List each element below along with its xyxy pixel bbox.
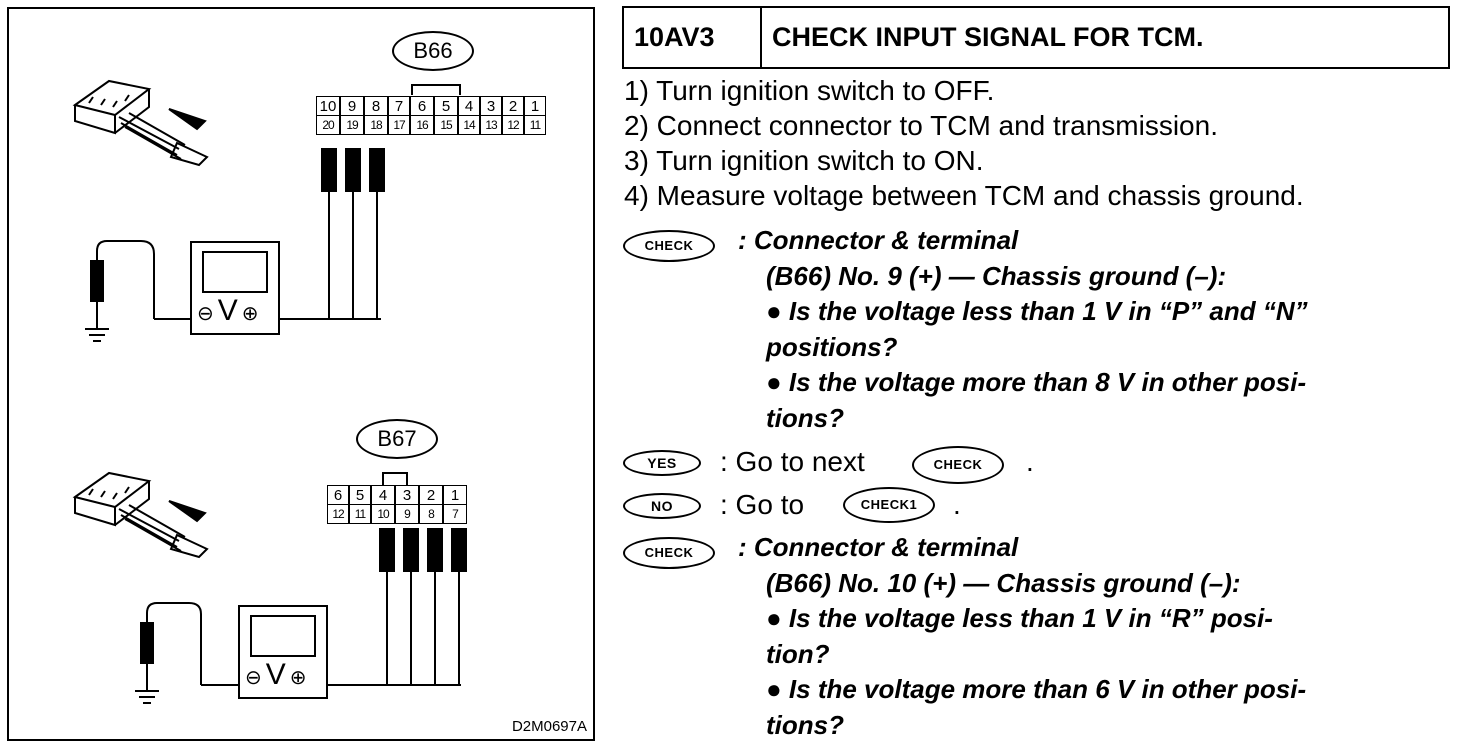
pin: 6 xyxy=(410,96,434,116)
pin: 18 xyxy=(364,115,388,135)
check-terminal: (B66) No. 9 (+) — Chassis ground (–): xyxy=(766,260,1227,291)
period: . xyxy=(1026,446,1034,477)
pin: 16 xyxy=(410,115,434,135)
check-question: ● Is the voltage less than 1 V in “R” po… xyxy=(766,603,1273,633)
minus-terminal: ⊖ xyxy=(245,667,262,689)
check-block-1: : Connector & terminal (B66) No. 9 (+) —… xyxy=(738,223,1308,436)
period: . xyxy=(953,489,961,520)
check-question-cont: tion? xyxy=(766,638,830,669)
pin: 13 xyxy=(480,115,502,135)
check-block-2: : Connector & terminal (B66) No. 10 (+) … xyxy=(738,530,1306,743)
pin: 12 xyxy=(327,504,349,524)
yes-result: : Go to next xyxy=(720,446,865,478)
pin: 10 xyxy=(316,96,340,116)
check-badge: CHECK xyxy=(912,446,1004,484)
pin: 19 xyxy=(340,115,364,135)
procedure-step: 1) Turn ignition switch to OFF. xyxy=(624,75,995,106)
connector-label-b67: B67 xyxy=(356,419,438,459)
b66-bottom-pins: 20 19 18 17 16 15 14 13 12 11 xyxy=(316,115,546,135)
yes-result-text: : Go to next xyxy=(720,446,865,477)
wiring-diagram: ⊖V⊕ ⊖V⊕ B66 B67 10 9 8 7 6 5 4 3 2 1 20 … xyxy=(7,7,595,741)
pin: 15 xyxy=(434,115,458,135)
check-terminal: (B66) No. 10 (+) — Chassis ground (–): xyxy=(766,567,1241,598)
wiring-diagram-drawing xyxy=(72,79,467,704)
check-question-cont: positions? xyxy=(766,331,898,362)
pin: 14 xyxy=(458,115,480,135)
b67-top-pins: 6 5 4 3 2 1 xyxy=(327,485,467,505)
procedure-step: 4) Measure voltage between TCM and chass… xyxy=(624,180,1304,211)
check-badge: CHECK xyxy=(623,537,715,569)
pin: 1 xyxy=(443,485,467,505)
pin: 3 xyxy=(480,96,502,116)
b66-top-pins: 10 9 8 7 6 5 4 3 2 1 xyxy=(316,96,546,116)
procedure-step: 3) Turn ignition switch to ON. xyxy=(624,145,984,176)
pin: 10 xyxy=(371,504,395,524)
minus-terminal: ⊖ xyxy=(197,303,214,325)
check1-badge: CHECK1 xyxy=(843,487,935,523)
pin: 6 xyxy=(327,485,349,505)
step-header: 10AV3 CHECK INPUT SIGNAL FOR TCM. xyxy=(622,6,1450,69)
connector-sketch-lower xyxy=(72,471,209,559)
voltmeter-symbol: V xyxy=(217,294,238,327)
pin: 5 xyxy=(349,485,371,505)
no-result-text: : Go to xyxy=(720,489,805,520)
procedure-step: 2) Connect connector to TCM and transmis… xyxy=(624,110,1218,141)
pin: 3 xyxy=(395,485,419,505)
pin: 2 xyxy=(502,96,524,116)
ground-symbol-upper xyxy=(85,321,109,342)
check-question: ● Is the voltage more than 8 V in other … xyxy=(766,367,1307,397)
step-code: 10AV3 xyxy=(624,8,762,67)
pin: 20 xyxy=(316,115,340,135)
check-question: ● Is the voltage more than 6 V in other … xyxy=(766,674,1307,704)
pin: 2 xyxy=(419,485,443,505)
pin: 12 xyxy=(502,115,524,135)
check-badge: CHECK xyxy=(623,230,715,262)
pin: 9 xyxy=(340,96,364,116)
b67-bottom-pins: 12 11 10 9 8 7 xyxy=(327,504,467,524)
voltmeter-upper xyxy=(190,241,280,335)
check-question-cont: tions? xyxy=(766,709,844,740)
pin: 7 xyxy=(443,504,467,524)
check-heading: : Connector & terminal xyxy=(738,532,1019,562)
pin: 4 xyxy=(458,96,480,116)
procedure-list: 1) Turn ignition switch to OFF. 2) Conne… xyxy=(624,73,1304,213)
check-heading: : Connector & terminal xyxy=(738,225,1019,255)
ground-lead-upper xyxy=(96,240,155,321)
no-result: : Go to xyxy=(720,489,804,521)
figure-code: D2M0697A xyxy=(511,718,587,735)
voltmeter-lower xyxy=(238,605,328,699)
pin: 8 xyxy=(364,96,388,116)
yes-badge: YES xyxy=(623,450,701,476)
no-badge: NO xyxy=(623,493,701,519)
pin: 8 xyxy=(419,504,443,524)
check-question-cont: tions? xyxy=(766,402,844,433)
plus-terminal: ⊕ xyxy=(289,667,307,689)
pin: 7 xyxy=(388,96,410,116)
ground-lead-lower xyxy=(146,602,202,685)
pin: 9 xyxy=(395,504,419,524)
step-title: CHECK INPUT SIGNAL FOR TCM. xyxy=(772,22,1204,52)
ground-symbol-lower xyxy=(135,683,159,704)
pin: 5 xyxy=(434,96,458,116)
pin: 11 xyxy=(524,115,546,135)
connector-sketch-upper xyxy=(72,79,209,167)
pin: 4 xyxy=(371,485,395,505)
voltmeter-symbol: V xyxy=(265,658,286,691)
check-question: ● Is the voltage less than 1 V in “P” an… xyxy=(766,296,1308,326)
connector-label-b66: B66 xyxy=(392,31,474,71)
pin: 17 xyxy=(388,115,410,135)
plus-terminal: ⊕ xyxy=(241,303,259,325)
pin: 1 xyxy=(524,96,546,116)
pin: 11 xyxy=(349,504,371,524)
